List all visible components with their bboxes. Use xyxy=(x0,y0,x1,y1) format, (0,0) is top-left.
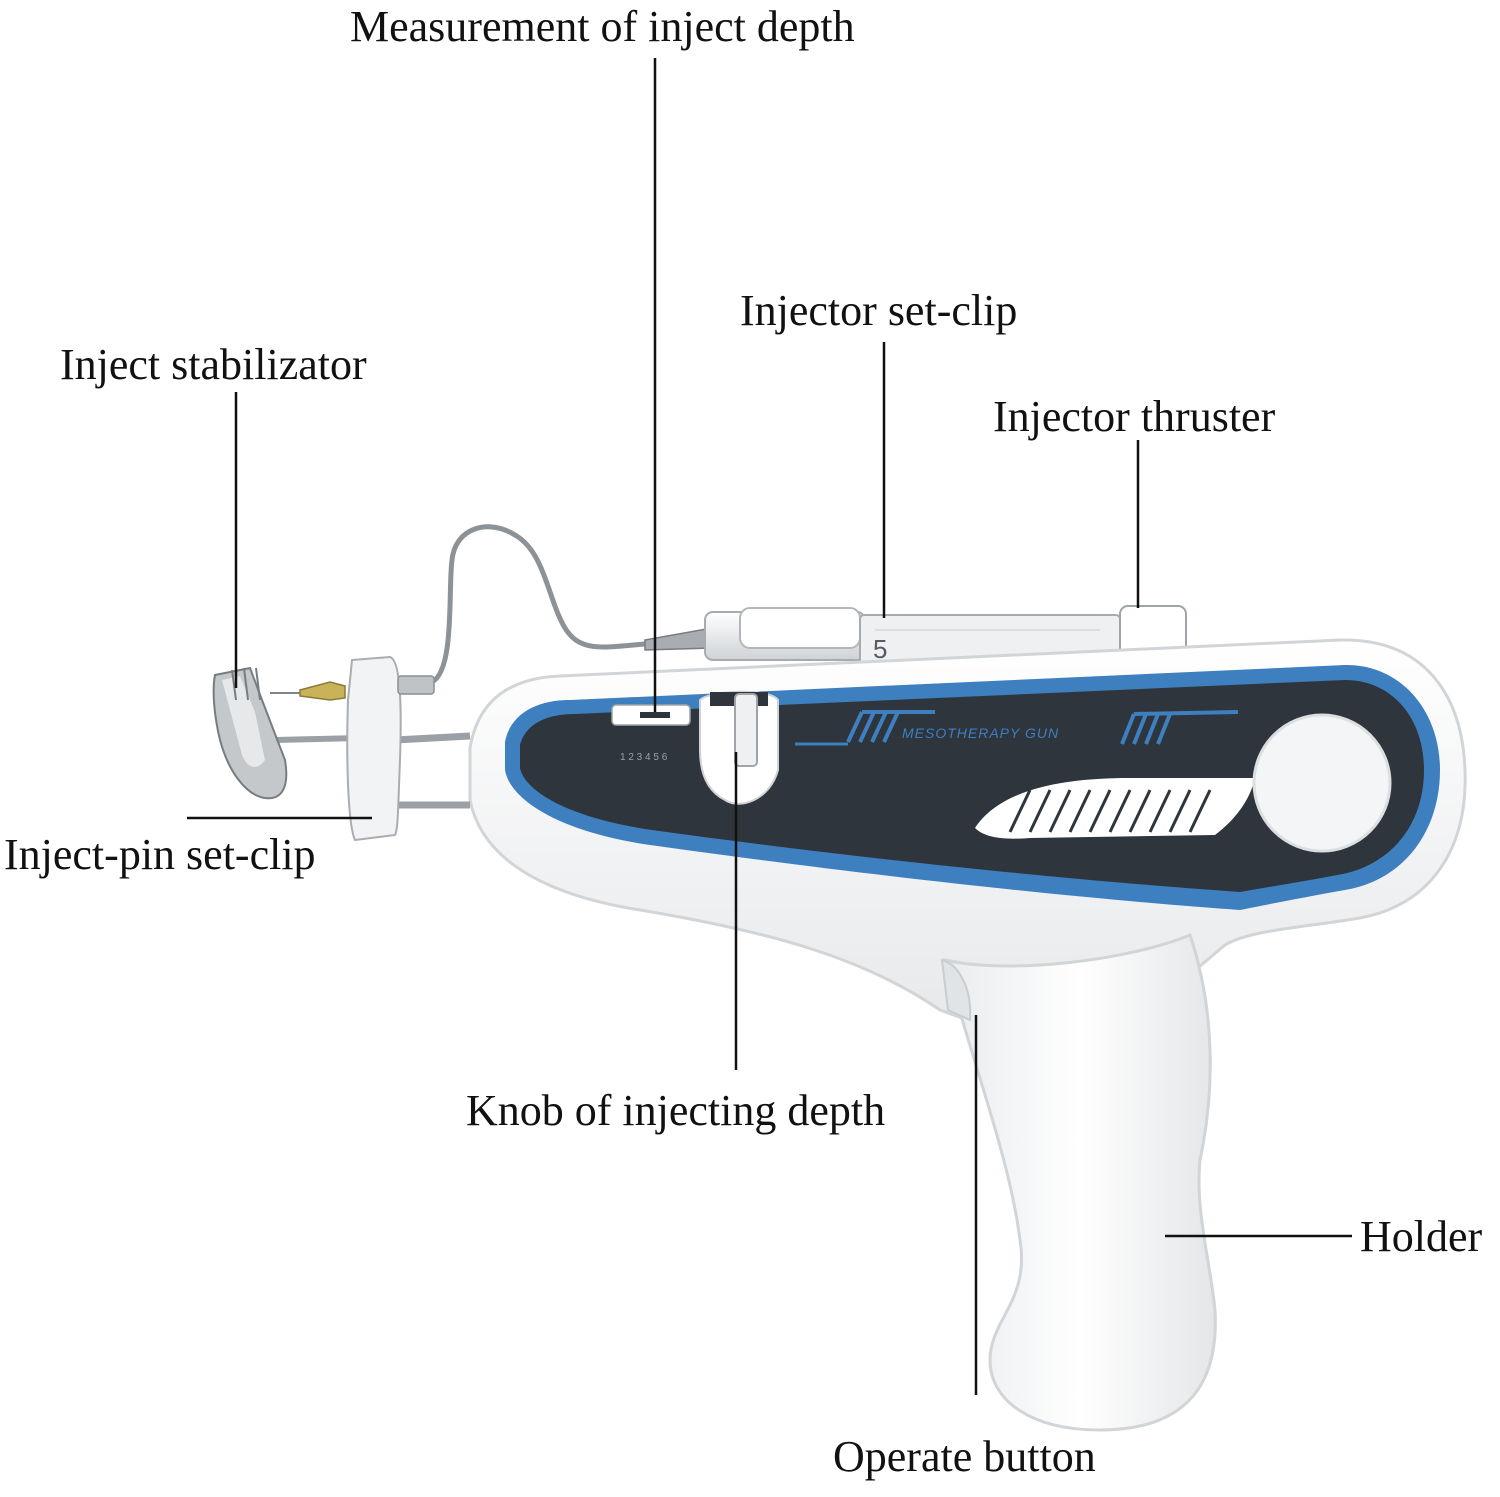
brand-stripes-right xyxy=(1120,710,1239,745)
syringe: 5 xyxy=(704,605,1187,666)
label-measurement: Measurement of inject depth xyxy=(350,2,855,51)
tubing xyxy=(430,524,713,685)
label-thruster: Injector thruster xyxy=(993,392,1276,441)
label-knob: Knob of injecting depth xyxy=(466,1086,886,1135)
side-panel: 1 2 3 4 5 6 MESOTHERAPY GUN xyxy=(505,664,1440,910)
grip-insert-stripes xyxy=(1008,789,1212,833)
depth-scale-digits: 1 2 3 4 5 6 xyxy=(620,752,668,763)
brand-name: MESOTHERAPY GUN xyxy=(902,725,1059,741)
label-operate: Operate button xyxy=(833,1432,1096,1481)
label-set-clip: Injector set-clip xyxy=(740,286,1018,335)
label-stabilizator: Inject stabilizator xyxy=(60,340,367,389)
brand-stripes-left xyxy=(846,710,935,743)
leader-lines xyxy=(187,58,1352,1395)
stabilizator-part xyxy=(212,666,288,800)
syringe-mark: 5 xyxy=(873,634,887,664)
label-holder: Holder xyxy=(1360,1212,1483,1261)
label-pin-clip: Inject-pin set-clip xyxy=(4,830,316,879)
front-assembly xyxy=(270,655,471,842)
